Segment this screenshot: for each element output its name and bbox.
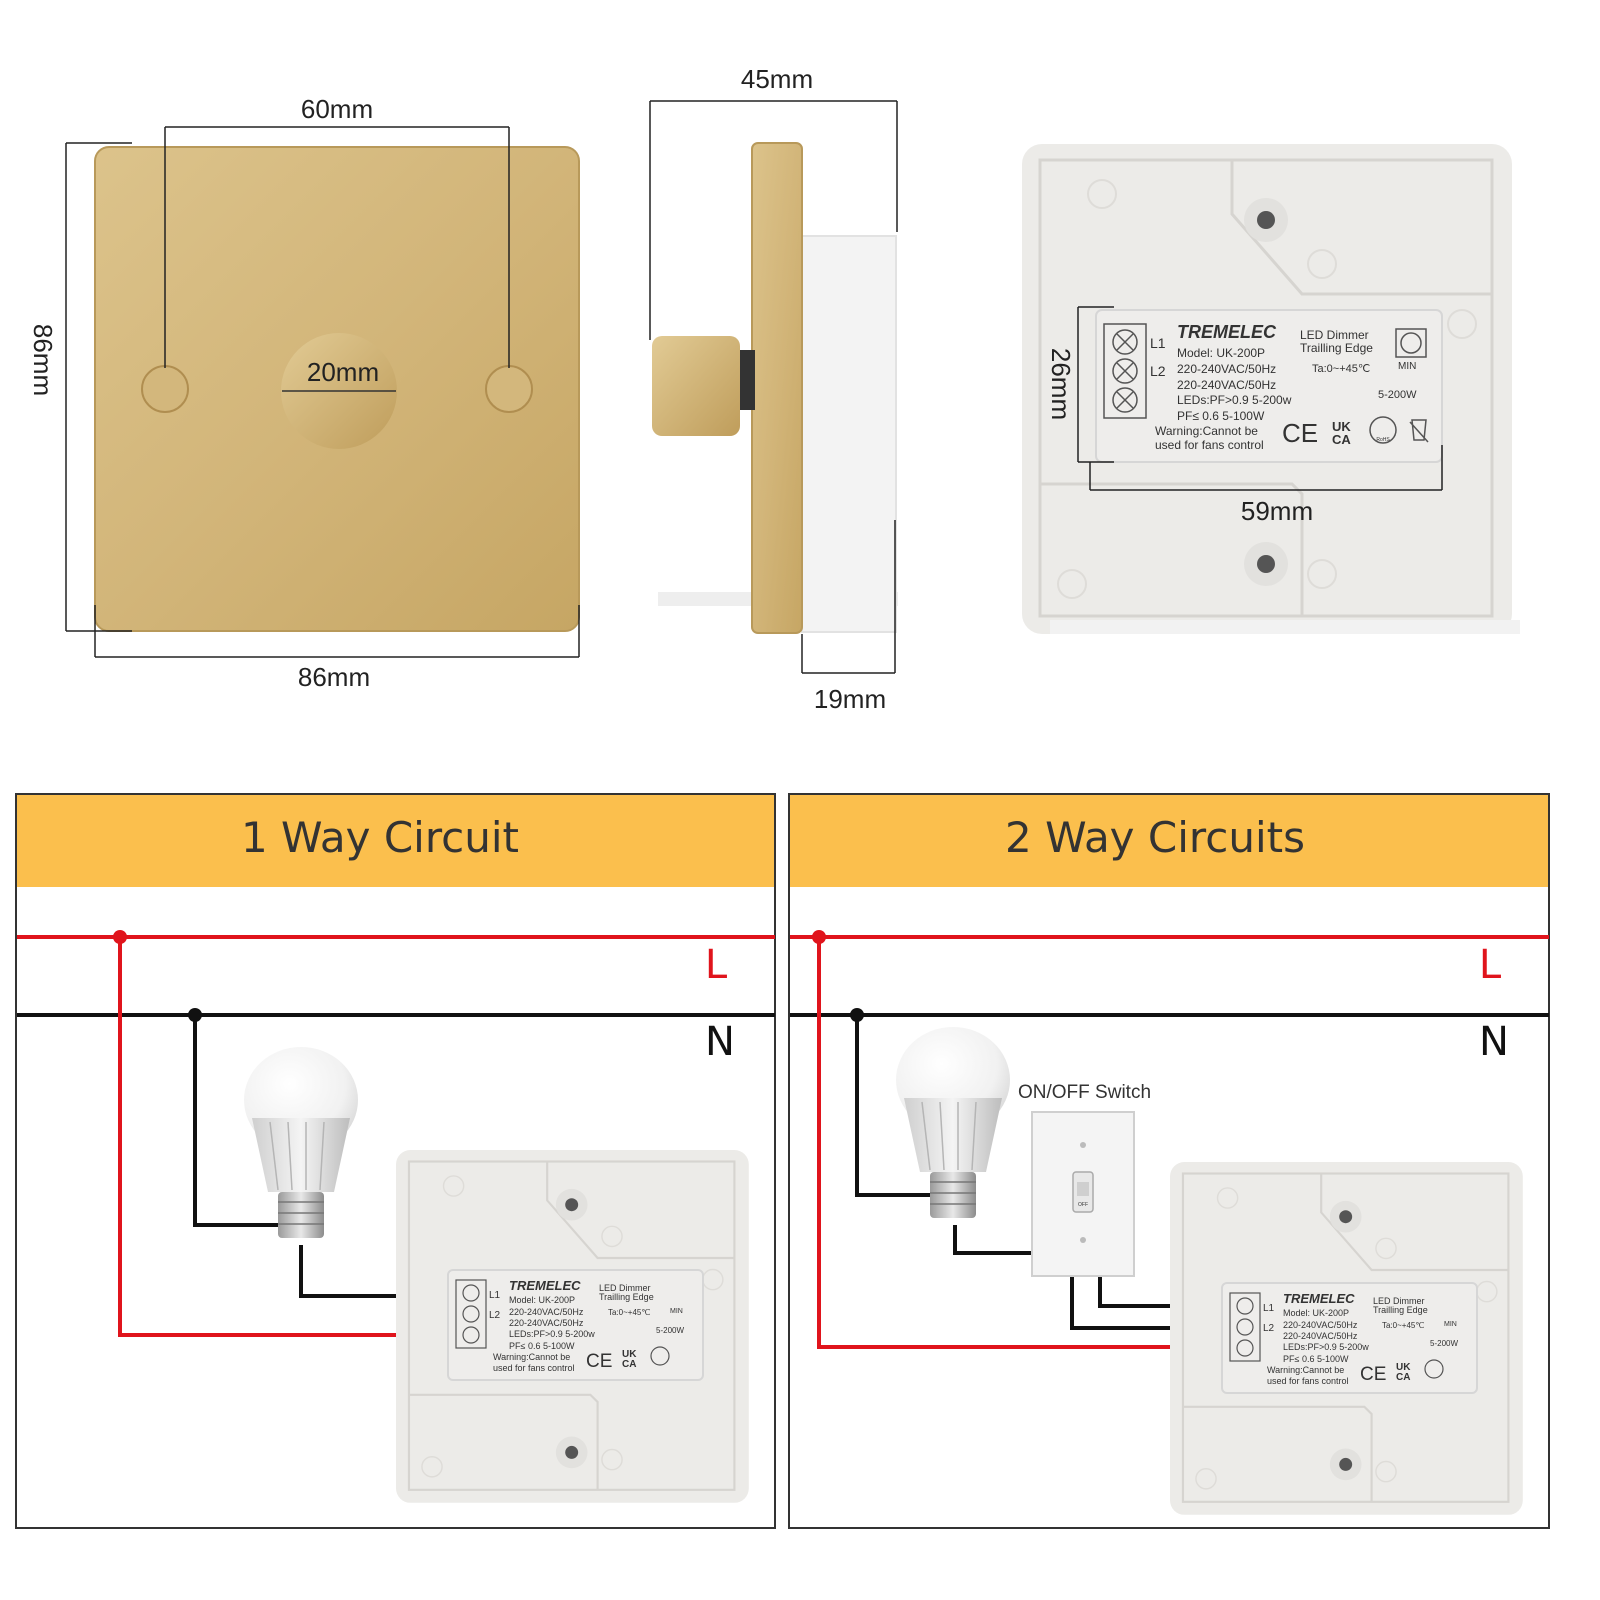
svg-text:used for fans control: used for fans control: [1267, 1376, 1349, 1386]
svg-text:LEDs:PF>0.9 5-200w: LEDs:PF>0.9 5-200w: [509, 1329, 595, 1339]
dim-60mm: 60mm: [301, 94, 373, 124]
gold-faceplate-side: [751, 142, 803, 634]
svg-text:L1: L1: [1263, 1303, 1275, 1314]
svg-text:MIN: MIN: [1398, 361, 1416, 372]
svg-text:TREMELEC: TREMELEC: [509, 1278, 581, 1293]
dim-19mm: 19mm: [814, 684, 886, 714]
panel-2-way-circuits: 2 Way Circuits L N ON/OFF Switch: [788, 793, 1550, 1529]
svg-text:CE: CE: [1360, 1364, 1386, 1385]
on-off-switch-icon: OFF: [1031, 1111, 1135, 1277]
svg-text:CA: CA: [1396, 1372, 1410, 1383]
module-body-side: [801, 235, 897, 633]
dim-26mm: 26mm: [1046, 348, 1076, 420]
svg-text:220-240VAC/50Hz: 220-240VAC/50Hz: [509, 1307, 584, 1317]
side-view: 45mm 19mm: [649, 64, 898, 714]
svg-text:PF≤ 0.6 5-100W: PF≤ 0.6 5-100W: [1283, 1354, 1349, 1364]
svg-text:Ta:0~+45℃: Ta:0~+45℃: [1382, 1321, 1424, 1330]
svg-text:used for fans control: used for fans control: [1155, 438, 1264, 452]
svg-text:LEDs:PF>0.9 5-200w: LEDs:PF>0.9 5-200w: [1177, 393, 1292, 407]
switch-label: ON/OFF Switch: [1018, 1082, 1151, 1103]
svg-text:RoHS: RoHS: [1376, 437, 1390, 443]
header-1-way: [17, 795, 774, 887]
weee-icon: [1409, 419, 1429, 443]
dim-45mm: 45mm: [741, 64, 813, 94]
svg-text:5-200W: 5-200W: [656, 1326, 684, 1335]
svg-text:L2: L2: [1263, 1323, 1275, 1334]
neutral-label-2: N: [1479, 1019, 1509, 1065]
svg-text:TREMELEC: TREMELEC: [1283, 1291, 1355, 1306]
svg-text:Model: UK-200P: Model: UK-200P: [1283, 1308, 1349, 1318]
svg-text:Trailling Edge: Trailling Edge: [599, 1292, 654, 1302]
light-bulb-icon-1: [244, 1047, 358, 1238]
svg-text:L1: L1: [1150, 335, 1166, 351]
svg-text:CA: CA: [1332, 432, 1351, 447]
dim-59mm: 59mm: [1241, 496, 1313, 526]
svg-text:PF≤ 0.6 5-100W: PF≤ 0.6 5-100W: [509, 1341, 575, 1351]
screw-hole-left: [141, 365, 189, 413]
svg-text:used for fans control: used for fans control: [493, 1363, 575, 1373]
dim-86mm-horizontal: 86mm: [298, 662, 370, 692]
ce-mark: CE: [1282, 418, 1318, 448]
svg-text:5-200W: 5-200W: [1378, 389, 1417, 401]
live-label-1: L: [705, 942, 728, 988]
dim-20mm: 20mm: [307, 357, 379, 387]
title-1-way: 1 Way Circuit: [241, 813, 519, 862]
svg-text:Ta:0~+45℃: Ta:0~+45℃: [608, 1308, 650, 1317]
svg-text:LED Dimmer: LED Dimmer: [1373, 1296, 1425, 1306]
screw-hole-right: [485, 365, 533, 413]
svg-text:220-240VAC/50Hz: 220-240VAC/50Hz: [1177, 378, 1276, 392]
live-label-2: L: [1479, 942, 1502, 988]
svg-text:CA: CA: [622, 1359, 636, 1370]
svg-text:CE: CE: [586, 1351, 612, 1372]
svg-text:LEDs:PF>0.9 5-200w: LEDs:PF>0.9 5-200w: [1283, 1342, 1369, 1352]
knob-side: [652, 336, 740, 436]
svg-text:LED Dimmer: LED Dimmer: [1300, 328, 1369, 342]
back-view: L1 L2 TREMELEC Model: UK-200P 220-240VAC…: [1020, 142, 1520, 636]
svg-text:UK: UK: [1332, 419, 1351, 434]
rohs-icon: [1369, 416, 1397, 444]
svg-text:Trailling Edge: Trailling Edge: [1300, 341, 1373, 355]
svg-text:Model: UK-200P: Model: UK-200P: [1177, 346, 1265, 360]
svg-text:220-240VAC/50Hz: 220-240VAC/50Hz: [1283, 1320, 1358, 1330]
module-label-top: L1 L2 TREMELEC Model: UK-200P 220-240VAC…: [1095, 309, 1443, 463]
svg-text:L2: L2: [1150, 363, 1166, 379]
svg-text:Warning:Cannot be: Warning:Cannot be: [1267, 1365, 1344, 1375]
svg-text:220-240VAC/50Hz: 220-240VAC/50Hz: [1177, 362, 1276, 376]
svg-text:5-200W: 5-200W: [1430, 1339, 1458, 1348]
svg-text:Warning:Cannot be: Warning:Cannot be: [493, 1352, 570, 1362]
brand-text: TREMELEC: [1177, 322, 1277, 342]
svg-text:Model: UK-200P: Model: UK-200P: [509, 1295, 575, 1305]
svg-text:PF≤ 0.6 5-100W: PF≤ 0.6 5-100W: [1177, 409, 1265, 423]
neutral-label-1: N: [705, 1019, 735, 1065]
svg-text:UK: UK: [1396, 1362, 1411, 1373]
module-label-2: L1 L2 TREMELEC Model: UK-200P 220-240VAC…: [1221, 1282, 1478, 1394]
svg-text:Ta:0~+45℃: Ta:0~+45℃: [1312, 363, 1370, 375]
svg-text:MIN: MIN: [1444, 1321, 1457, 1328]
title-2-way: 2 Way Circuits: [1005, 813, 1305, 862]
svg-text:OFF: OFF: [1078, 1202, 1088, 1208]
svg-text:MIN: MIN: [670, 1308, 683, 1315]
module-label-1: L1 L2 TREMELEC Model: UK-200P 220-240VAC…: [447, 1269, 704, 1381]
svg-text:220-240VAC/50Hz: 220-240VAC/50Hz: [509, 1318, 584, 1328]
svg-text:LED Dimmer: LED Dimmer: [599, 1283, 651, 1293]
svg-text:Trailling Edge: Trailling Edge: [1373, 1305, 1428, 1315]
svg-text:L2: L2: [489, 1310, 501, 1321]
dim-86mm-vertical: 86mm: [28, 324, 58, 396]
svg-text:UK: UK: [622, 1349, 637, 1360]
panel-1-way-circuit: 1 Way Circuit L N L: [15, 793, 776, 1529]
svg-text:Warning:Cannot be: Warning:Cannot be: [1155, 424, 1258, 438]
light-bulb-icon-2: [896, 1027, 1010, 1218]
header-2-way: [790, 795, 1548, 887]
svg-text:220-240VAC/50Hz: 220-240VAC/50Hz: [1283, 1331, 1358, 1341]
svg-text:L1: L1: [489, 1290, 501, 1301]
front-view: 60mm 86mm 20mm 86mm: [28, 94, 580, 692]
